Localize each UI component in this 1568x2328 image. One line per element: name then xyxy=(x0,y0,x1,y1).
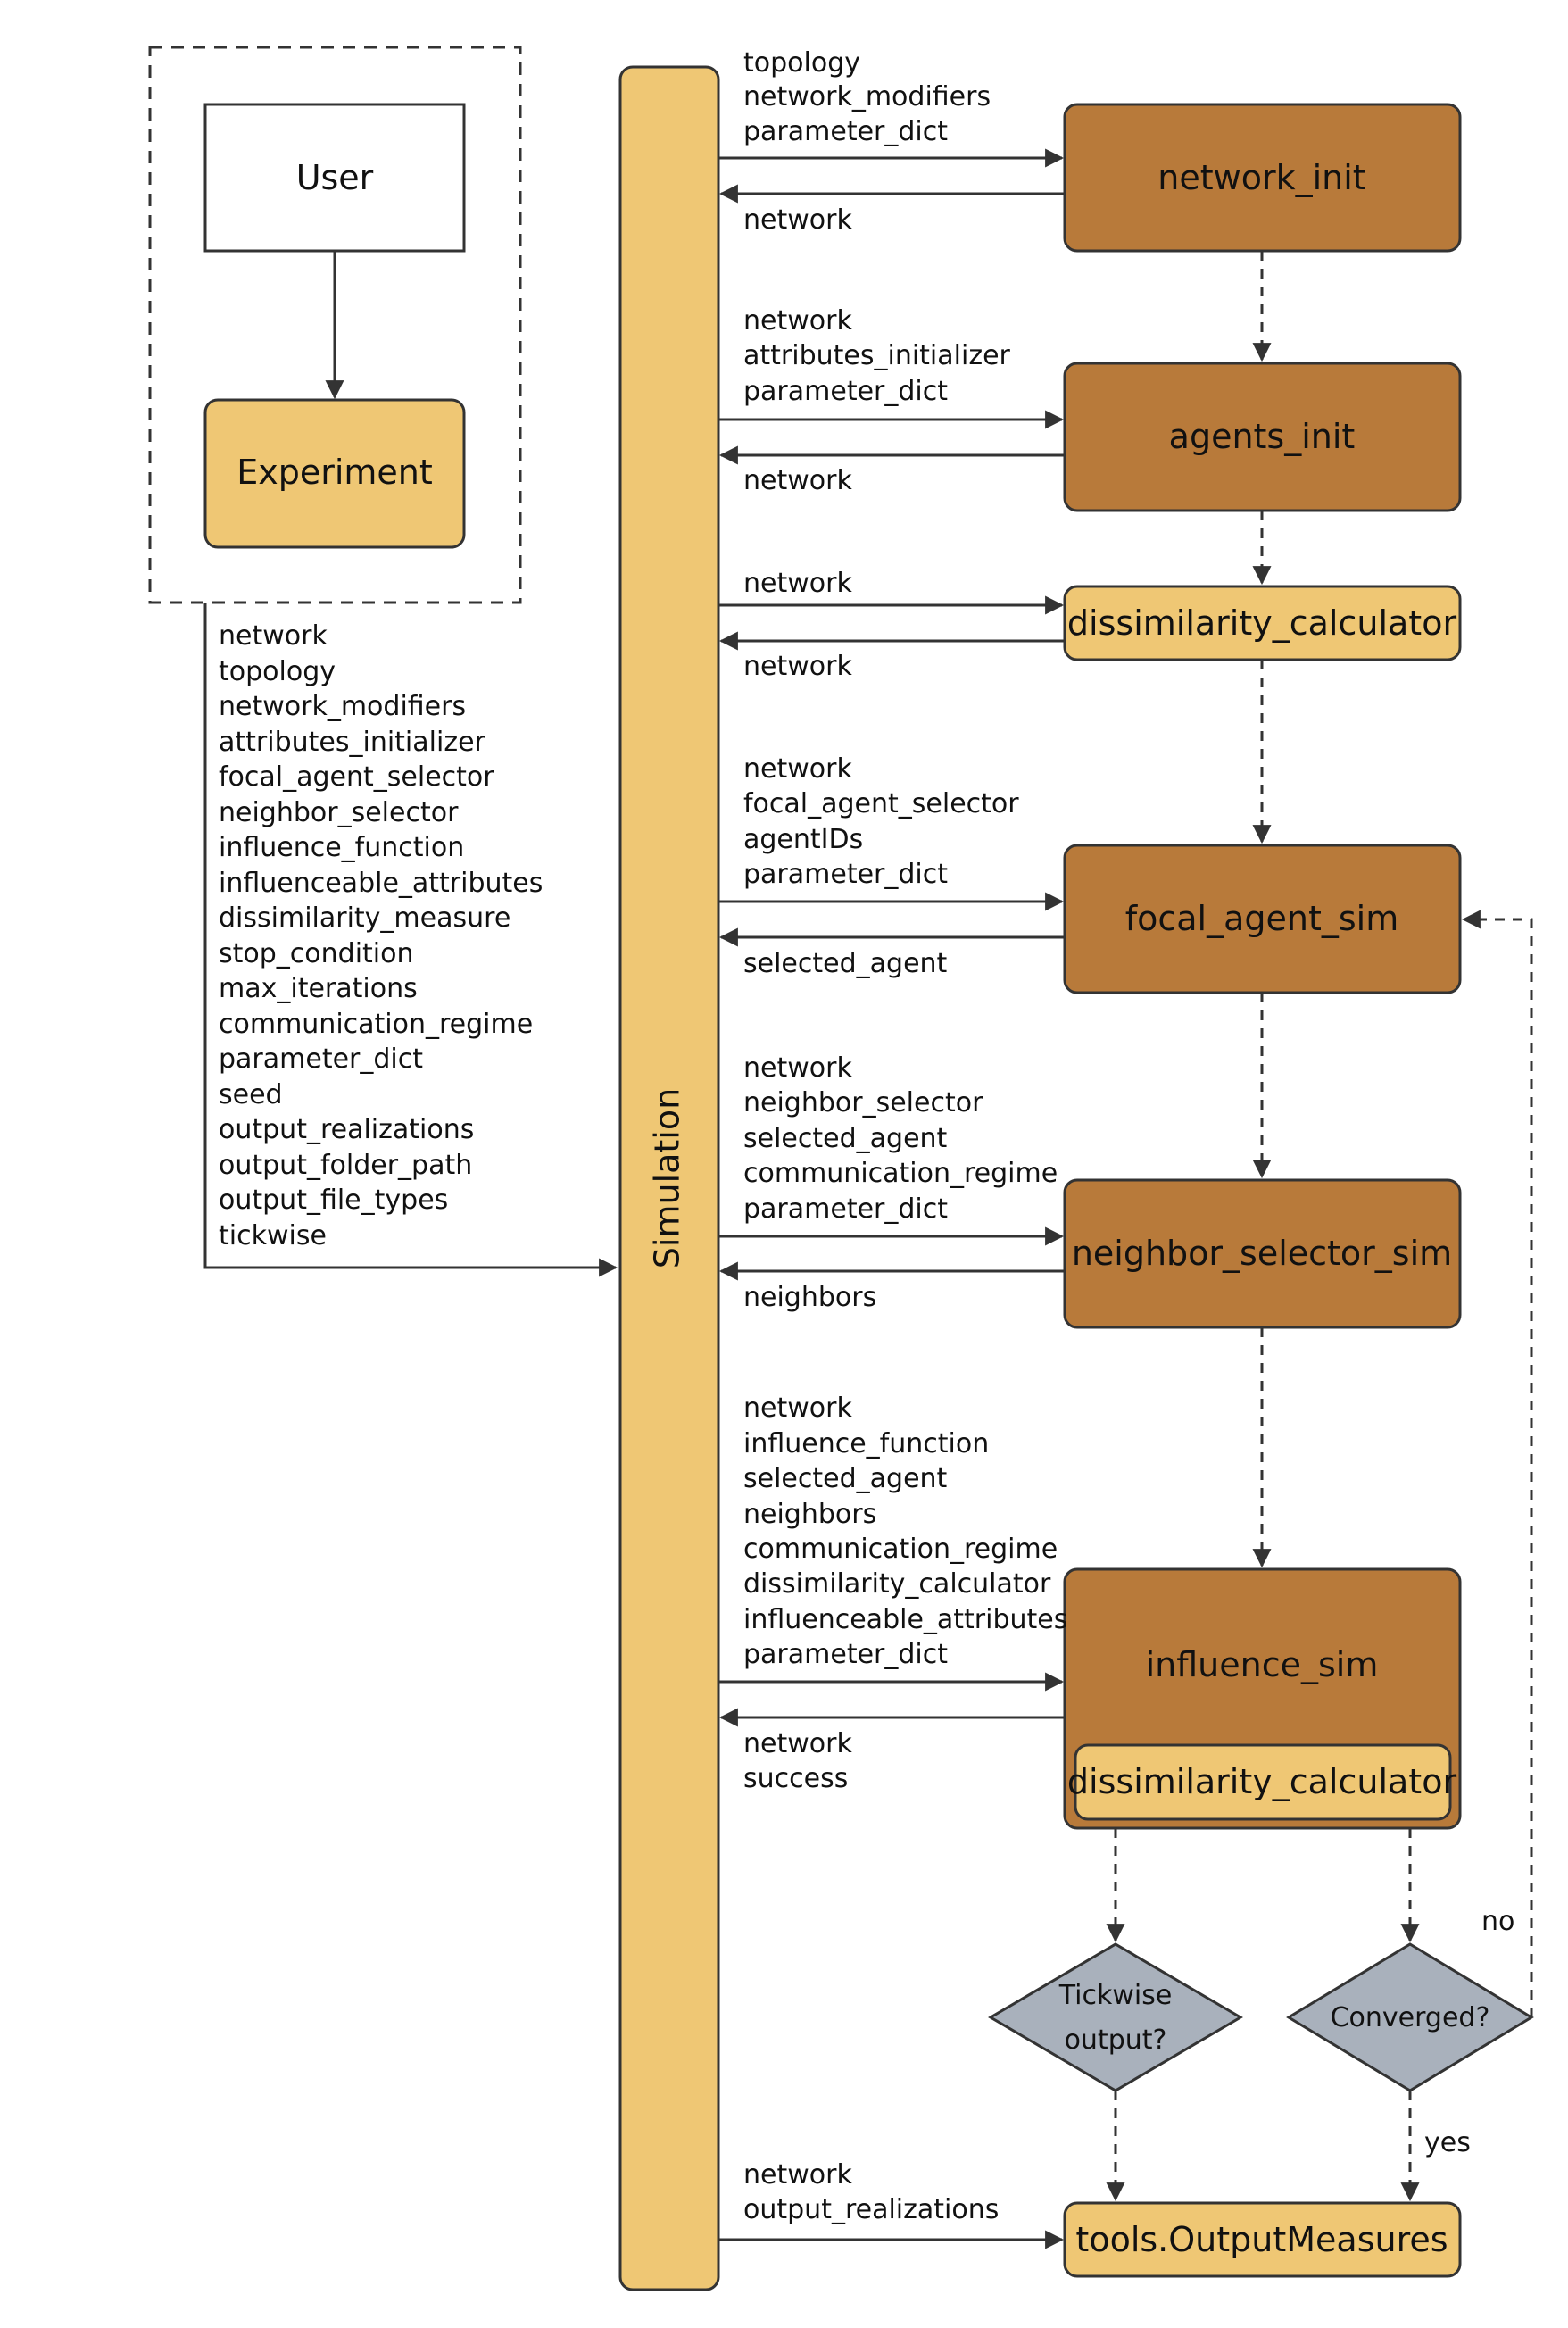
call-output-label: network xyxy=(743,651,852,682)
param-label: output_folder_path xyxy=(219,1150,472,1181)
param-label: communication_regime xyxy=(219,1009,533,1040)
call-input-label: attributes_initializer xyxy=(743,340,1011,371)
param-label: focal_agent_selector xyxy=(219,761,494,793)
call-input-label: network xyxy=(743,753,852,785)
call-input-label: network xyxy=(743,1052,852,1084)
experiment-to-simulation-edge xyxy=(203,603,618,1277)
experiment-params-list: network topology network_modifiers attri… xyxy=(219,620,543,1251)
param-label: network xyxy=(219,620,328,652)
call-input-label: parameter_dict xyxy=(743,376,948,407)
tickwise-output-decision[interactable]: Tickwise output? xyxy=(988,1942,1243,2092)
param-label: neighbor_selector xyxy=(219,797,459,828)
call-input-label: influence_function xyxy=(743,1428,989,1459)
call-input-label: neighbor_selector xyxy=(743,1087,983,1118)
call-input-label: parameter_dict xyxy=(743,1639,948,1670)
param-label: output_realizations xyxy=(219,1114,474,1145)
no-loop-edge xyxy=(1461,910,1533,2017)
focal-agent-sim-node[interactable]: focal_agent_sim xyxy=(1063,844,1462,994)
converged-decision[interactable]: Converged? xyxy=(1286,1942,1534,2092)
call-output-label: selected_agent xyxy=(743,948,948,979)
param-label: influence_function xyxy=(219,832,464,863)
call-input-label: dissimilarity_calculator xyxy=(743,1568,1051,1600)
call-input-label: parameter_dict xyxy=(743,116,948,147)
call-output-label: network xyxy=(743,465,852,496)
call-output-label: network xyxy=(743,204,852,236)
param-label: max_iterations xyxy=(219,973,418,1004)
no-label: no xyxy=(1481,1906,1514,1937)
call-output-label: neighbors xyxy=(743,1282,876,1313)
agents-init-label: agents_init xyxy=(1169,417,1356,456)
tickwise-label-line2: output? xyxy=(1065,2025,1167,2056)
experiment-label: Experiment xyxy=(236,453,433,492)
output-measures-node[interactable]: tools.OutputMeasures xyxy=(1063,2201,1462,2278)
neighbor-selector-sim-label: neighbor_selector_sim xyxy=(1072,1234,1452,1273)
call-input-label: topology xyxy=(743,47,860,79)
yes-label: yes xyxy=(1424,2127,1471,2158)
network-init-label: network_init xyxy=(1157,158,1365,197)
agents-init-node[interactable]: agents_init xyxy=(1063,362,1462,512)
param-label: influenceable_attributes xyxy=(219,868,543,899)
call-input-label: network_modifiers xyxy=(743,81,991,112)
simulation-node[interactable]: Simulation xyxy=(618,65,720,2291)
tickwise-label-line1: Tickwise xyxy=(1058,1980,1173,2011)
param-label: parameter_dict xyxy=(219,1043,423,1075)
param-label: tickwise xyxy=(219,1220,327,1251)
call-input-label: agentIDs xyxy=(743,824,863,855)
call-input-label: parameter_dict xyxy=(743,1193,948,1225)
call-input-label: network xyxy=(743,1393,852,1424)
network-init-node[interactable]: network_init xyxy=(1063,103,1462,253)
param-label: topology xyxy=(219,656,336,687)
converged-label: Converged? xyxy=(1331,2002,1490,2033)
call-input-label: focal_agent_selector xyxy=(743,788,1019,819)
call-input-label: network xyxy=(743,305,852,337)
user-label: User xyxy=(296,158,374,197)
param-label: dissimilarity_measure xyxy=(219,902,510,934)
neighbor-selector-sim-node[interactable]: neighbor_selector_sim xyxy=(1063,1178,1462,1329)
output-measures-label: tools.OutputMeasures xyxy=(1075,2220,1448,2259)
call-input-label: selected_agent xyxy=(743,1463,948,1494)
focal-agent-sim-label: focal_agent_sim xyxy=(1125,899,1399,938)
simulation-label: Simulation xyxy=(648,1088,687,1268)
call-input-label: communication_regime xyxy=(743,1534,1058,1565)
param-label: network_modifiers xyxy=(219,691,466,722)
call-input-label: influenceable_attributes xyxy=(743,1604,1067,1635)
param-label: seed xyxy=(219,1079,283,1110)
call-input-label: network xyxy=(743,2159,852,2191)
call-input-label: network xyxy=(743,568,852,599)
param-label: stop_condition xyxy=(219,938,414,969)
param-label: attributes_initializer xyxy=(219,727,486,758)
influence-sim-label: influence_sim xyxy=(1146,1645,1379,1684)
param-label: output_file_types xyxy=(219,1185,448,1216)
call-input-label: communication_regime xyxy=(743,1158,1058,1189)
call-input-label: output_realizations xyxy=(743,2194,999,2225)
call-output-label: network xyxy=(743,1728,852,1759)
call-input-label: neighbors xyxy=(743,1499,876,1530)
dissimilarity-calculator-node[interactable]: dissimilarity_calculator xyxy=(1063,585,1462,661)
call-input-label: selected_agent xyxy=(743,1123,948,1154)
influence-dissimilarity-calculator-node[interactable]: dissimilarity_calculator xyxy=(1067,1743,1457,1821)
user-node[interactable]: User xyxy=(203,103,466,253)
experiment-node[interactable]: Experiment xyxy=(203,398,466,549)
user-group-frame xyxy=(148,46,522,604)
call-input-label: parameter_dict xyxy=(743,859,948,890)
call-output-label: success xyxy=(743,1763,848,1794)
dissimilarity-calculator-label: dissimilarity_calculator xyxy=(1067,603,1457,643)
influence-dissimilarity-calculator-label: dissimilarity_calculator xyxy=(1067,1762,1457,1801)
